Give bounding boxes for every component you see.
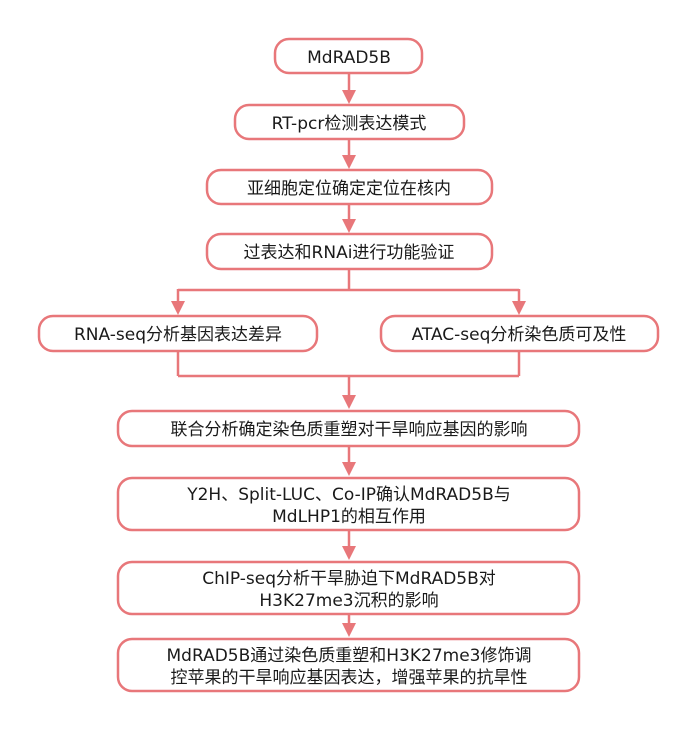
node-label: 亚细胞定位确定定位在核内 [247, 179, 451, 199]
arrowhead-n7 [342, 395, 356, 409]
node-chip-seq: ChIP-seq分析干旱胁迫下MdRAD5B对 H3K27me3沉积的影响 [116, 560, 581, 616]
node-conclusion: MdRAD5B通过染色质重塑和H3K27me3修饰调 控苹果的干旱响应基因表达，… [116, 637, 581, 693]
node-rna-seq: RNA-seq分析基因表达差异 [37, 314, 319, 353]
arrowhead-n10 [342, 623, 356, 637]
node-label-line-2: MdLHP1的相互作用 [272, 507, 426, 527]
node-label: 过表达和RNAi进行功能验证 [244, 243, 455, 263]
arrowhead-n5 [171, 301, 185, 315]
arrowhead-n6 [512, 301, 526, 315]
arrowhead-n4 [342, 219, 356, 233]
node-mdrad5b: MdRAD5B [273, 37, 424, 75]
node-label: RNA-seq分析基因表达差异 [74, 325, 282, 345]
node-label: 联合分析确定染色质重塑对干旱响应基因的影响 [171, 420, 528, 440]
arrowhead-n8 [342, 462, 356, 476]
node-joint-analysis: 联合分析确定染色质重塑对干旱响应基因的影响 [116, 409, 581, 448]
node-label-line-1: ChIP-seq分析干旱胁迫下MdRAD5B对 [202, 569, 496, 589]
node-functional-validation: 过表达和RNAi进行功能验证 [205, 232, 494, 271]
node-interaction-confirmation: Y2H、Split-LUC、Co-IP确认MdRAD5B与 MdLHP1的相互作… [116, 476, 581, 532]
arrowhead-n2 [342, 90, 356, 104]
node-rt-pcr: RT-pcr检测表达模式 [233, 103, 466, 141]
node-label: RT-pcr检测表达模式 [272, 114, 427, 134]
node-subcellular-localization: 亚细胞定位确定定位在核内 [205, 168, 494, 206]
node-label-line-2: 控苹果的干旱响应基因表达，增强苹果的抗旱性 [171, 668, 528, 688]
node-atac-seq: ATAC-seq分析染色质可及性 [379, 314, 660, 353]
node-label: MdRAD5B [307, 48, 391, 68]
arrowhead-n9 [342, 546, 356, 560]
node-label: ATAC-seq分析染色质可及性 [412, 325, 627, 345]
node-label-line-1: Y2H、Split-LUC、Co-IP确认MdRAD5B与 [186, 485, 511, 505]
connectors [171, 73, 526, 637]
arrowhead-n3 [342, 155, 356, 169]
node-label-line-2: H3K27me3沉积的影响 [259, 591, 438, 611]
node-label-line-1: MdRAD5B通过染色质重塑和H3K27me3修饰调 [167, 646, 532, 666]
